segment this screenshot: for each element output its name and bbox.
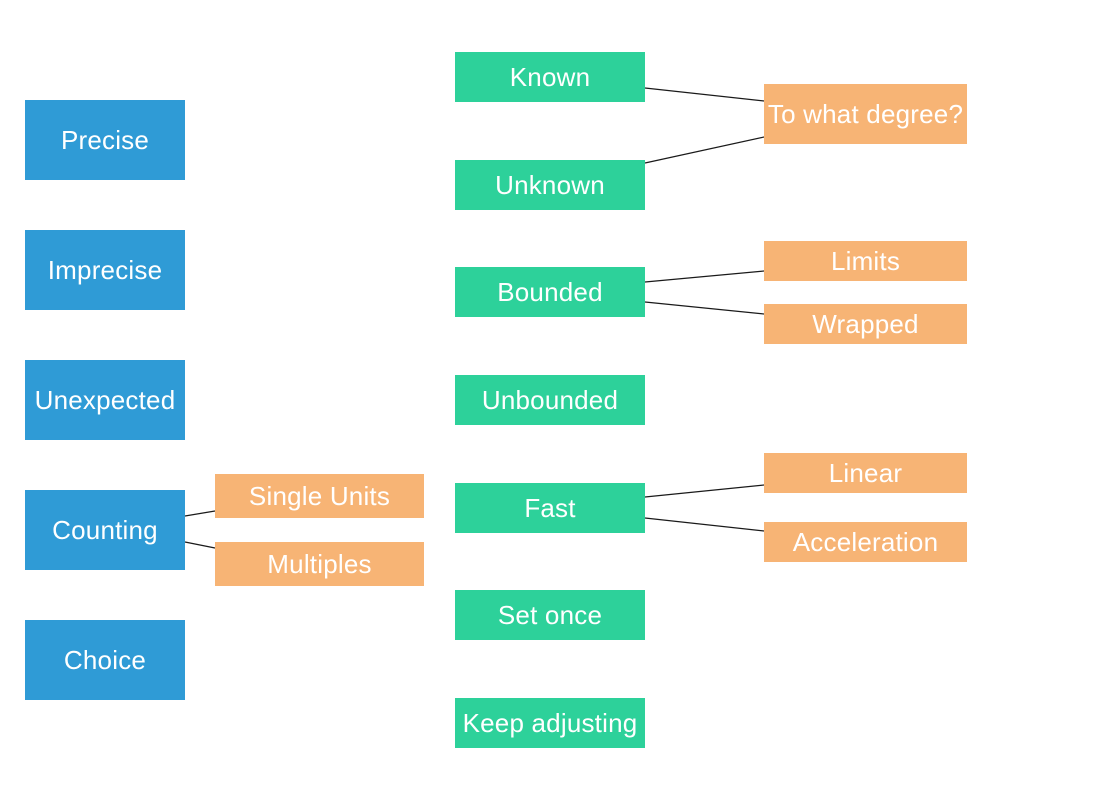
connector-counting-multiples bbox=[184, 541, 216, 549]
node-known: Known bbox=[455, 52, 645, 102]
node-bounded: Bounded bbox=[455, 267, 645, 317]
node-keep-adjusting: Keep adjusting bbox=[455, 698, 645, 748]
connector-fast-acceleration bbox=[644, 517, 765, 532]
node-unknown: Unknown bbox=[455, 160, 645, 210]
node-wrapped: Wrapped bbox=[764, 304, 967, 344]
node-counting: Counting bbox=[25, 490, 185, 570]
connector-counting-single-units bbox=[184, 510, 216, 517]
node-acceleration: Acceleration bbox=[764, 522, 967, 562]
node-imprecise: Imprecise bbox=[25, 230, 185, 310]
node-fast: Fast bbox=[455, 483, 645, 533]
connector-known-degree bbox=[644, 87, 765, 102]
node-set-once: Set once bbox=[455, 590, 645, 640]
node-limits: Limits bbox=[764, 241, 967, 281]
connector-bounded-limits bbox=[644, 270, 765, 283]
connector-bounded-wrapped bbox=[644, 301, 765, 315]
node-precise: Precise bbox=[25, 100, 185, 180]
connector-fast-linear bbox=[644, 484, 765, 498]
node-unbounded: Unbounded bbox=[455, 375, 645, 425]
node-single-units: Single Units bbox=[215, 474, 424, 518]
node-multiples: Multiples bbox=[215, 542, 424, 586]
node-choice: Choice bbox=[25, 620, 185, 700]
node-linear: Linear bbox=[764, 453, 967, 493]
node-to-what-degree: To what degree? bbox=[764, 84, 967, 144]
node-unexpected: Unexpected bbox=[25, 360, 185, 440]
connector-unknown-degree bbox=[644, 136, 765, 164]
